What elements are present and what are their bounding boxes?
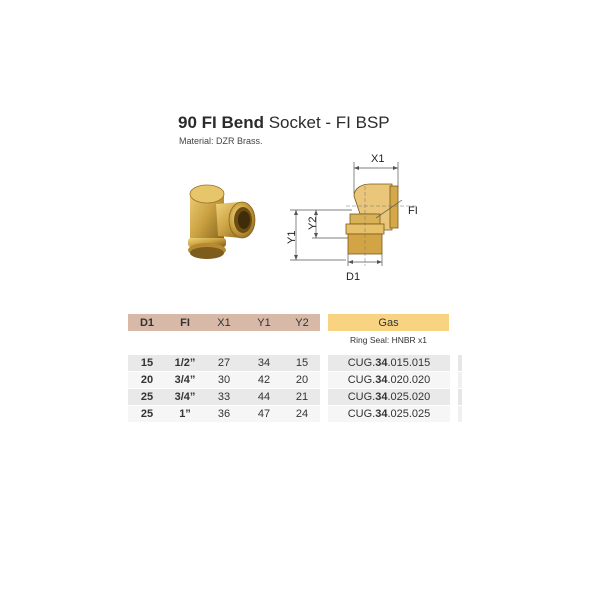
cell-fi: 1” — [179, 408, 191, 420]
code-suffix: .025.025 — [387, 408, 431, 420]
cell-product-code: CUG.34.025.020 — [328, 391, 450, 403]
cell-y2: 24 — [295, 408, 309, 420]
table-row: 25 3/4” 33 44 21 CUG.34.025.020 — [128, 389, 450, 405]
product-title-bold: 90 FI Bend — [178, 113, 264, 132]
dim-label-fi: FI — [408, 205, 418, 217]
cell-d1: 25 — [140, 391, 154, 403]
header-y1: Y1 — [257, 316, 271, 329]
code-prefix: CUG. — [347, 374, 376, 386]
cell-y1: 44 — [257, 391, 271, 403]
dim-label-x1: X1 — [371, 153, 384, 165]
cell-d1: 20 — [140, 374, 154, 386]
table-header-dimensions: D1 FI X1 Y1 Y2 — [128, 314, 320, 331]
code-bold: 34 — [375, 391, 388, 403]
header-fi: FI — [180, 316, 190, 329]
table-row: 15 1/2” 27 34 15 CUG.34.015.015 — [128, 355, 450, 371]
cell-x1: 33 — [217, 391, 231, 403]
table-edge-stub — [458, 406, 462, 422]
table-row: 20 3/4” 30 42 20 CUG.34.020.020 — [128, 372, 450, 388]
code-suffix: .020.020 — [387, 374, 431, 386]
code-prefix: CUG. — [347, 408, 376, 420]
product-title-rest: Socket - FI BSP — [263, 113, 390, 132]
cell-y2: 20 — [295, 374, 309, 386]
cell-product-code: CUG.34.020.020 — [328, 374, 450, 386]
cell-y1: 47 — [257, 408, 271, 420]
cell-x1: 27 — [217, 357, 231, 369]
code-bold: 34 — [375, 374, 388, 386]
ring-seal-note: Ring Seal: HNBR x1 — [349, 335, 427, 345]
cell-y1: 42 — [257, 374, 271, 386]
cell-y1: 34 — [257, 357, 271, 369]
dimension-drawing: X1 FI Y1 Y2 D1 — [286, 153, 418, 283]
cell-product-code: CUG.34.015.015 — [328, 357, 450, 369]
cell-y2: 21 — [295, 391, 309, 403]
table-row: 25 1” 36 47 24 CUG.34.025.025 — [128, 406, 450, 422]
cell-d1: 15 — [140, 357, 154, 369]
cell-x1: 30 — [217, 374, 231, 386]
code-bold: 34 — [375, 408, 388, 420]
header-x1: X1 — [217, 316, 231, 329]
code-prefix: CUG. — [347, 391, 376, 403]
cell-y2: 15 — [295, 357, 309, 369]
dim-label-d1: D1 — [346, 271, 360, 283]
table-edge-stub — [458, 372, 462, 388]
table-edge-stub — [458, 389, 462, 405]
elbow-fitting-photo — [188, 184, 256, 259]
dim-label-y1: Y1 — [286, 231, 298, 244]
cell-d1: 25 — [140, 408, 154, 420]
material-note: Material: DZR Brass. — [179, 136, 263, 146]
header-y2: Y2 — [295, 316, 309, 329]
cell-fi: 3/4” — [174, 391, 196, 403]
code-bold: 34 — [375, 357, 388, 369]
cell-fi: 1/2” — [174, 357, 196, 369]
header-gas-label: Gas — [378, 316, 399, 329]
cell-product-code: CUG.34.025.025 — [328, 408, 450, 420]
code-prefix: CUG. — [347, 357, 376, 369]
cell-x1: 36 — [217, 408, 231, 420]
header-d1: D1 — [139, 316, 155, 329]
table-header-gas: Gas — [328, 314, 449, 331]
code-suffix: .015.015 — [387, 357, 431, 369]
product-title: 90 FI Bend Socket - FI BSP — [178, 113, 390, 133]
code-suffix: .025.020 — [387, 391, 431, 403]
table-edge-stub — [458, 355, 462, 371]
dim-label-y2: Y2 — [307, 217, 319, 230]
cell-fi: 3/4” — [174, 374, 196, 386]
